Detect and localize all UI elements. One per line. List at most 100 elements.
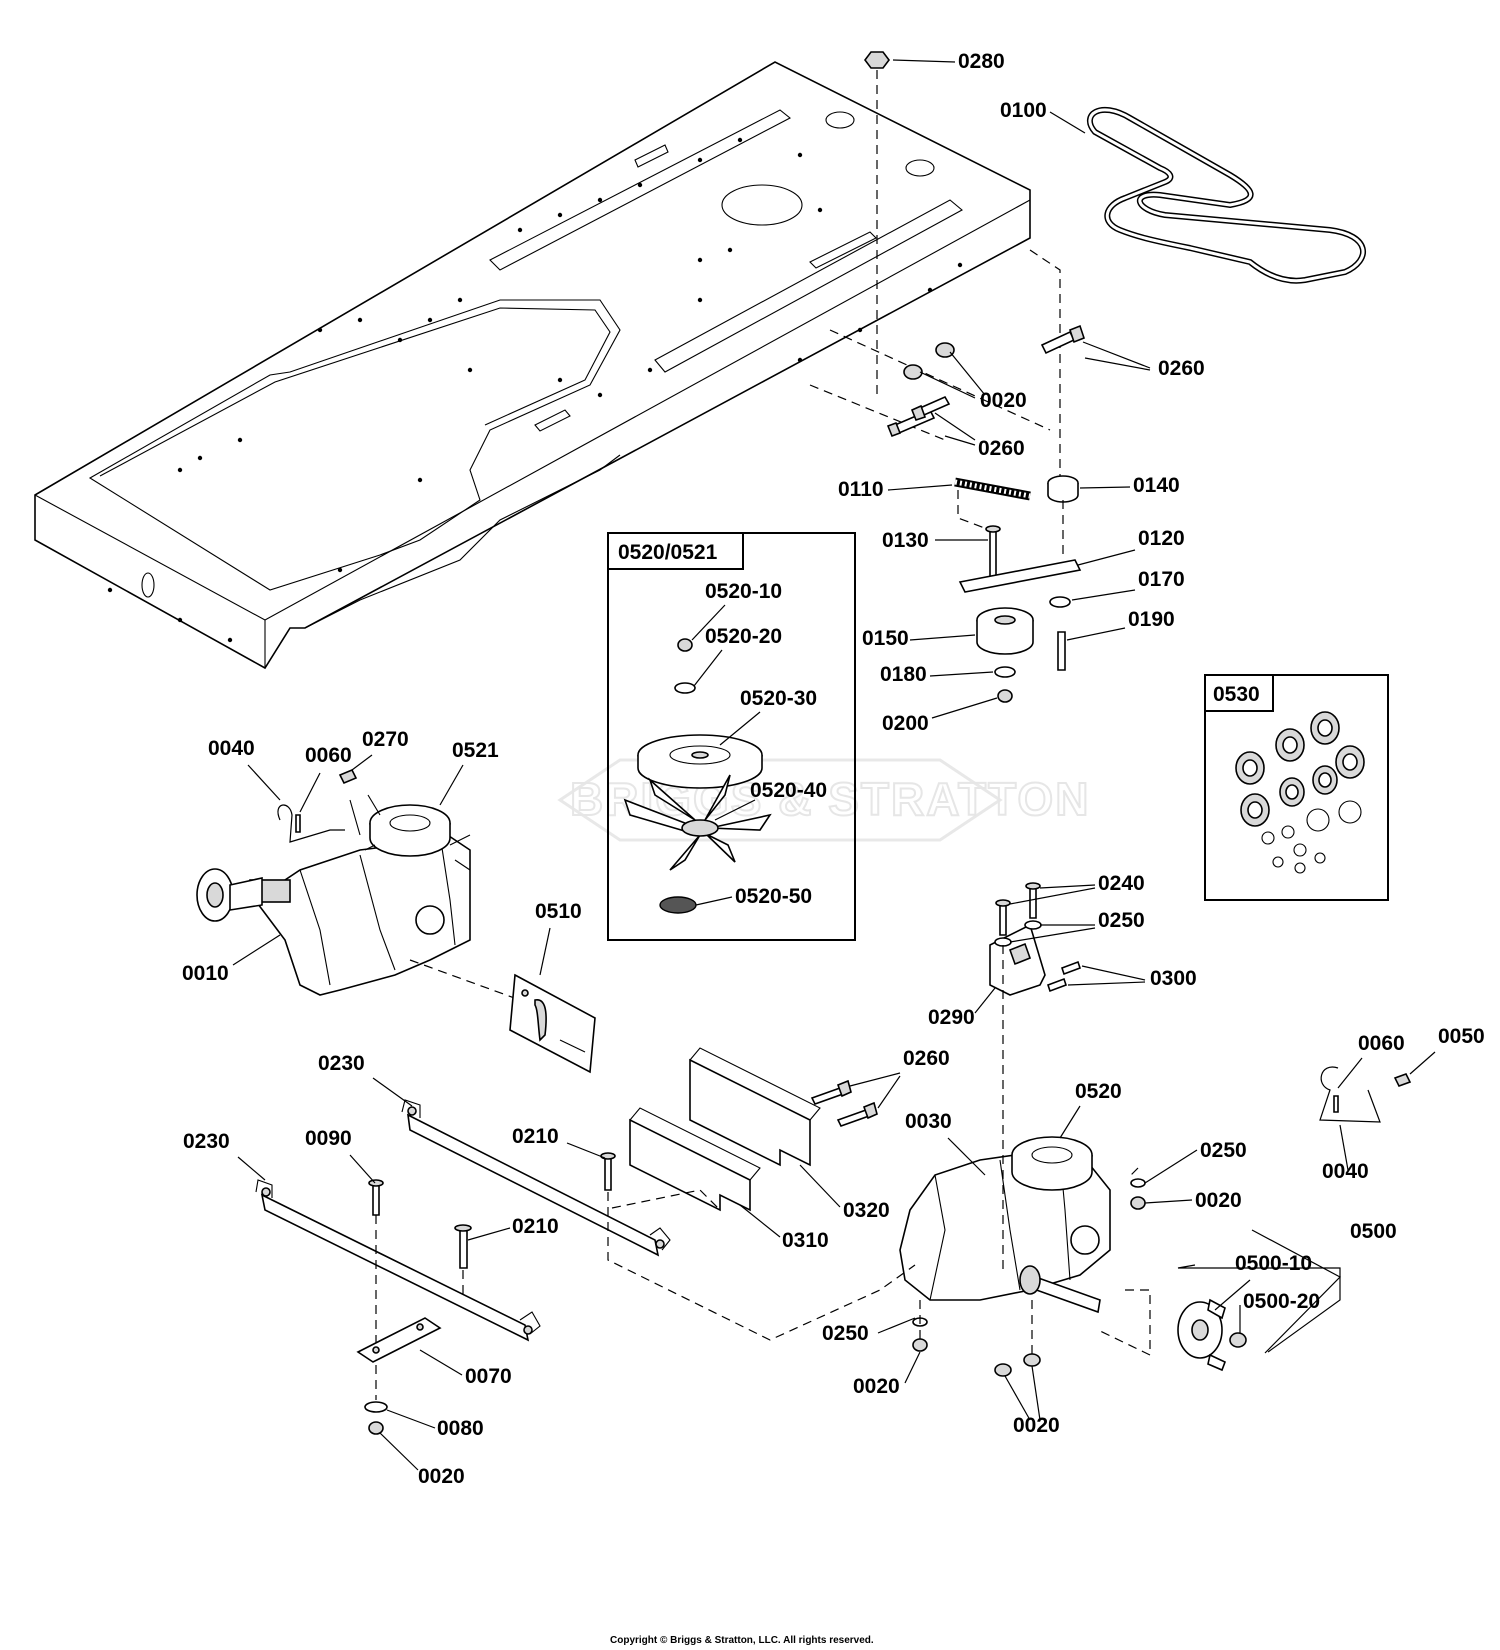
axle-hub-left bbox=[196, 868, 263, 922]
part-label-0520: 0520 bbox=[1075, 1080, 1122, 1103]
kit-box-0520-0521: 0520/0521 bbox=[607, 532, 856, 941]
nut-0020-e bbox=[1023, 1353, 1041, 1367]
part-label-0500: 0500 bbox=[1350, 1220, 1397, 1243]
frame-chassis bbox=[34, 61, 1031, 670]
part-label-0520-40: 0520-40 bbox=[750, 779, 827, 802]
kit-box-0530: 0530 bbox=[1204, 674, 1389, 901]
part-label-0510: 0510 bbox=[535, 900, 582, 923]
nut-0520-10 bbox=[677, 638, 693, 652]
part-number-labels: 0280 0100 0260 0020 0260 0110 0140 0130 0120 0170… bbox=[182, 50, 1485, 1488]
wire-0040-left bbox=[277, 804, 345, 843]
washer-0170 bbox=[1049, 596, 1071, 608]
part-label-0030: 0030 bbox=[905, 1110, 952, 1133]
part-label-0300: 0300 bbox=[1150, 967, 1197, 990]
nut-0500-20 bbox=[1229, 1332, 1247, 1348]
part-label-0230: 0230 bbox=[318, 1052, 365, 1075]
bolt-0260-upper bbox=[1040, 324, 1085, 355]
part-label-0520-50: 0520-50 bbox=[735, 885, 812, 908]
bolts-0300 bbox=[1046, 960, 1082, 993]
bearings-seals bbox=[1235, 711, 1365, 874]
part-label-0020: 0020 bbox=[418, 1465, 465, 1488]
belt-0100 bbox=[1087, 106, 1366, 284]
spring-0110 bbox=[954, 477, 1031, 501]
nut-0020-bottom bbox=[368, 1421, 384, 1435]
bolts-0260-shield bbox=[810, 1079, 878, 1127]
washer-0080 bbox=[364, 1401, 388, 1413]
washer-0180 bbox=[994, 666, 1016, 678]
shield-0320 bbox=[689, 1047, 821, 1167]
part-label-0250: 0250 bbox=[822, 1322, 869, 1345]
kit-box-0530-title: 0530 bbox=[1213, 683, 1260, 706]
pulley-0520-30 bbox=[637, 734, 763, 789]
washer-0250-a bbox=[994, 937, 1012, 947]
part-label-0520-10: 0520-10 bbox=[705, 580, 782, 603]
part-label-0040: 0040 bbox=[1322, 1160, 1369, 1183]
bar-0230-upper bbox=[401, 1099, 671, 1257]
bolt-0210-b bbox=[454, 1224, 472, 1269]
part-label-0140: 0140 bbox=[1133, 474, 1180, 497]
part-label-0100: 0100 bbox=[1000, 99, 1047, 122]
part-label-0210: 0210 bbox=[512, 1215, 559, 1238]
part-label-0250: 0250 bbox=[1200, 1139, 1247, 1162]
bolt-0260-low bbox=[910, 395, 951, 421]
part-label-0260: 0260 bbox=[903, 1047, 950, 1070]
wire-0040-right bbox=[1319, 1066, 1381, 1123]
part-label-0180: 0180 bbox=[880, 663, 927, 686]
axle-right bbox=[1019, 1265, 1101, 1314]
spacer-0140 bbox=[1047, 475, 1079, 503]
part-label-0170: 0170 bbox=[1138, 568, 1185, 591]
part-label-0110: 0110 bbox=[838, 478, 884, 501]
part-label-0260: 0260 bbox=[1158, 357, 1205, 380]
nut-0020-d bbox=[994, 1363, 1012, 1377]
part-label-0150: 0150 bbox=[862, 627, 909, 650]
transmission-left-0010 bbox=[196, 794, 471, 996]
part-label-0320: 0320 bbox=[843, 1199, 890, 1222]
part-label-0520-20: 0520-20 bbox=[705, 625, 782, 648]
plate-0070 bbox=[356, 1317, 442, 1363]
part-label-0520-30: 0520-30 bbox=[740, 687, 817, 710]
leader-lines bbox=[232, 59, 1436, 1471]
washer-0250-b bbox=[1024, 920, 1042, 930]
part-label-0060: 0060 bbox=[1358, 1032, 1405, 1055]
nut-0200 bbox=[997, 689, 1013, 703]
part-label-0190: 0190 bbox=[1128, 608, 1175, 631]
part-label-0120: 0120 bbox=[1138, 527, 1185, 550]
fan-0520-40 bbox=[623, 774, 772, 871]
bolts-0240 bbox=[995, 882, 1041, 936]
part-label-0010: 0010 bbox=[182, 962, 229, 985]
bar-0230-lower bbox=[255, 1179, 541, 1342]
part-label-0250: 0250 bbox=[1098, 909, 1145, 932]
part-label-0130: 0130 bbox=[882, 529, 929, 552]
nut-0280 bbox=[864, 51, 890, 69]
hub-0520-50 bbox=[659, 896, 697, 914]
part-label-0050: 0050 bbox=[1438, 1025, 1485, 1048]
pulley-0520 bbox=[1011, 1136, 1093, 1191]
washer-0520-20 bbox=[674, 682, 696, 694]
clip-0050 bbox=[1393, 1073, 1412, 1087]
part-label-0090: 0090 bbox=[305, 1127, 352, 1150]
part-label-0060: 0060 bbox=[305, 744, 352, 767]
part-label-0020: 0020 bbox=[980, 389, 1027, 412]
part-label-0210: 0210 bbox=[512, 1125, 559, 1148]
part-label-0230: 0230 bbox=[183, 1130, 230, 1153]
frame-holes bbox=[107, 137, 963, 643]
bolt-0090 bbox=[368, 1179, 384, 1216]
copyright-notice: Copyright © Briggs & Stratton, LLC. All … bbox=[610, 1635, 874, 1646]
transmission-right-0030 bbox=[899, 1136, 1111, 1314]
part-label-0040: 0040 bbox=[208, 737, 255, 760]
idler-arm-0120 bbox=[958, 559, 1082, 593]
part-label-0500-10: 0500-10 bbox=[1235, 1252, 1312, 1275]
pin-0060-right bbox=[1333, 1095, 1339, 1113]
nut-0020-f bbox=[1130, 1196, 1146, 1210]
part-label-0280: 0280 bbox=[958, 50, 1005, 73]
part-label-0020: 0020 bbox=[853, 1375, 900, 1398]
bracket-0510 bbox=[509, 973, 596, 1074]
bolt-0210-a bbox=[600, 1152, 616, 1191]
part-label-0020: 0020 bbox=[1013, 1414, 1060, 1437]
bolt-0190 bbox=[1057, 631, 1066, 671]
bolt-0130 bbox=[985, 525, 1001, 581]
part-label-0070: 0070 bbox=[465, 1365, 512, 1388]
part-label-0310: 0310 bbox=[782, 1229, 829, 1252]
part-label-0260: 0260 bbox=[978, 437, 1025, 460]
pin-0060-left bbox=[295, 814, 301, 833]
